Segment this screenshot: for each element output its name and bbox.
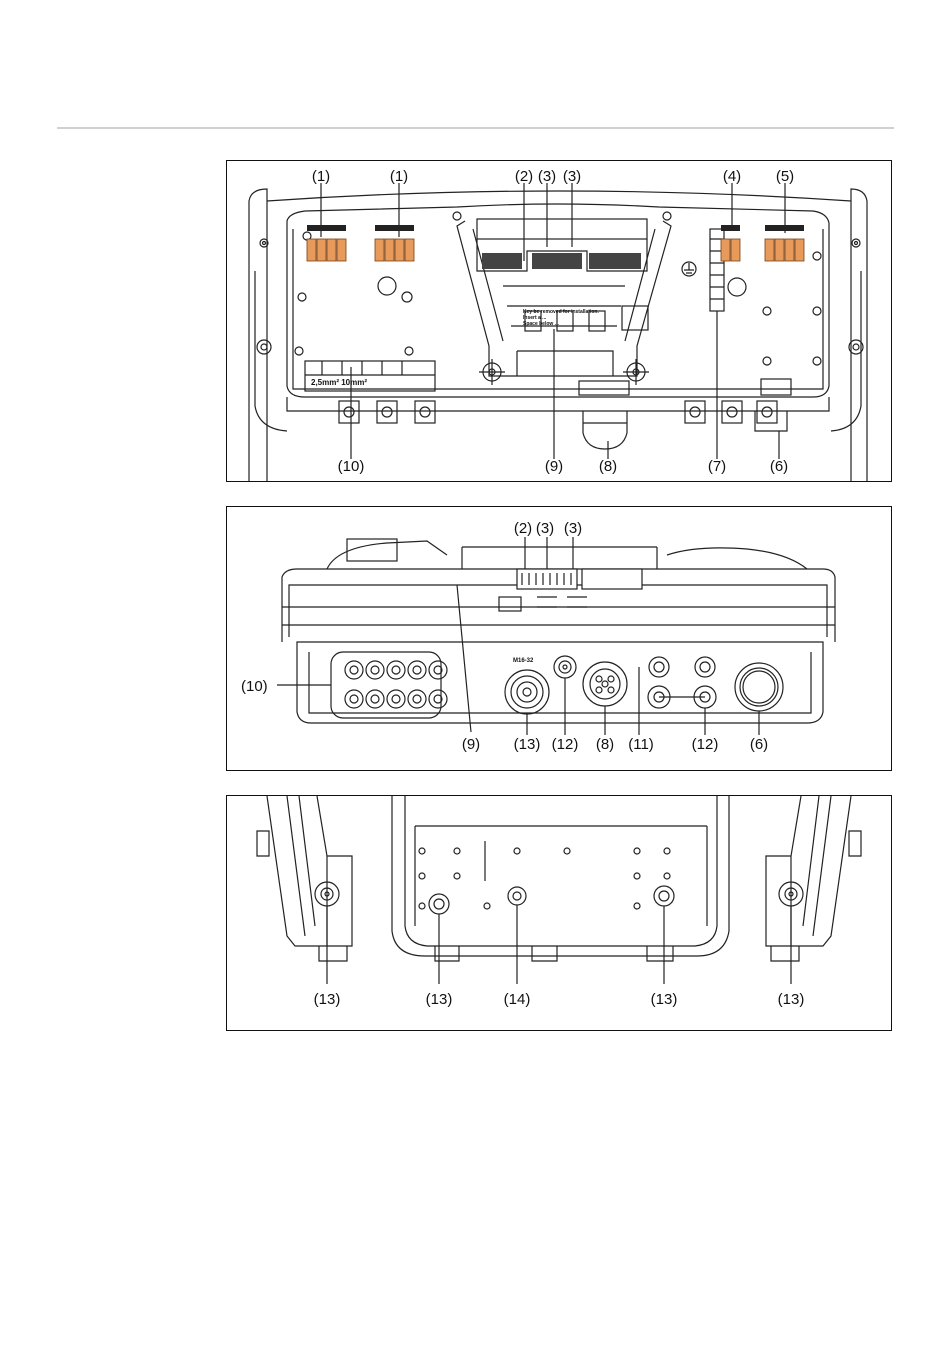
label-12-b: (12) xyxy=(692,737,719,753)
label-13-a: (13) xyxy=(314,992,341,1008)
label-12-a: (12) xyxy=(552,737,579,753)
label-9: (9) xyxy=(545,459,563,475)
label-8: (8) xyxy=(599,459,617,475)
figure-front-view: (1) (1) (2) (3) (3) (4) (5) (10) (9) (8)… xyxy=(226,160,892,482)
terminal-marking: 2,5mm² 10mm² xyxy=(311,378,367,387)
label-7: (7) xyxy=(708,459,726,475)
bottom-view-drawing xyxy=(227,507,891,770)
cover-instructions: Key be removed for installation. Insert … xyxy=(523,309,599,327)
label-10: (10) xyxy=(241,679,268,695)
label-4: (4) xyxy=(723,169,741,185)
label-14: (14) xyxy=(504,992,531,1008)
label-5: (5) xyxy=(776,169,794,185)
header-rule xyxy=(57,127,894,129)
label-3-b: (3) xyxy=(564,521,582,537)
label-13-c: (13) xyxy=(651,992,678,1008)
label-3-b: (3) xyxy=(563,169,581,185)
label-1-right: (1) xyxy=(390,169,408,185)
port-marking: M16-32 xyxy=(513,658,533,664)
label-11: (11) xyxy=(628,737,654,753)
label-6: (6) xyxy=(770,459,788,475)
figure-bottom-view: (2) (3) (3) (10) (9) (13) (12) (8) (11) … xyxy=(226,506,892,771)
figure-side-views: (13) (13) (14) (13) (13) xyxy=(226,795,892,1031)
label-3-a: (3) xyxy=(538,169,556,185)
label-2: (2) xyxy=(514,521,532,537)
label-3-a: (3) xyxy=(536,521,554,537)
label-9: (9) xyxy=(462,737,480,753)
label-8: (8) xyxy=(596,737,614,753)
label-1-left: (1) xyxy=(312,169,330,185)
label-13-d: (13) xyxy=(778,992,805,1008)
label-13-b: (13) xyxy=(426,992,453,1008)
label-10: (10) xyxy=(338,459,365,475)
label-6: (6) xyxy=(750,737,768,753)
label-2: (2) xyxy=(515,169,533,185)
label-13: (13) xyxy=(514,737,541,753)
